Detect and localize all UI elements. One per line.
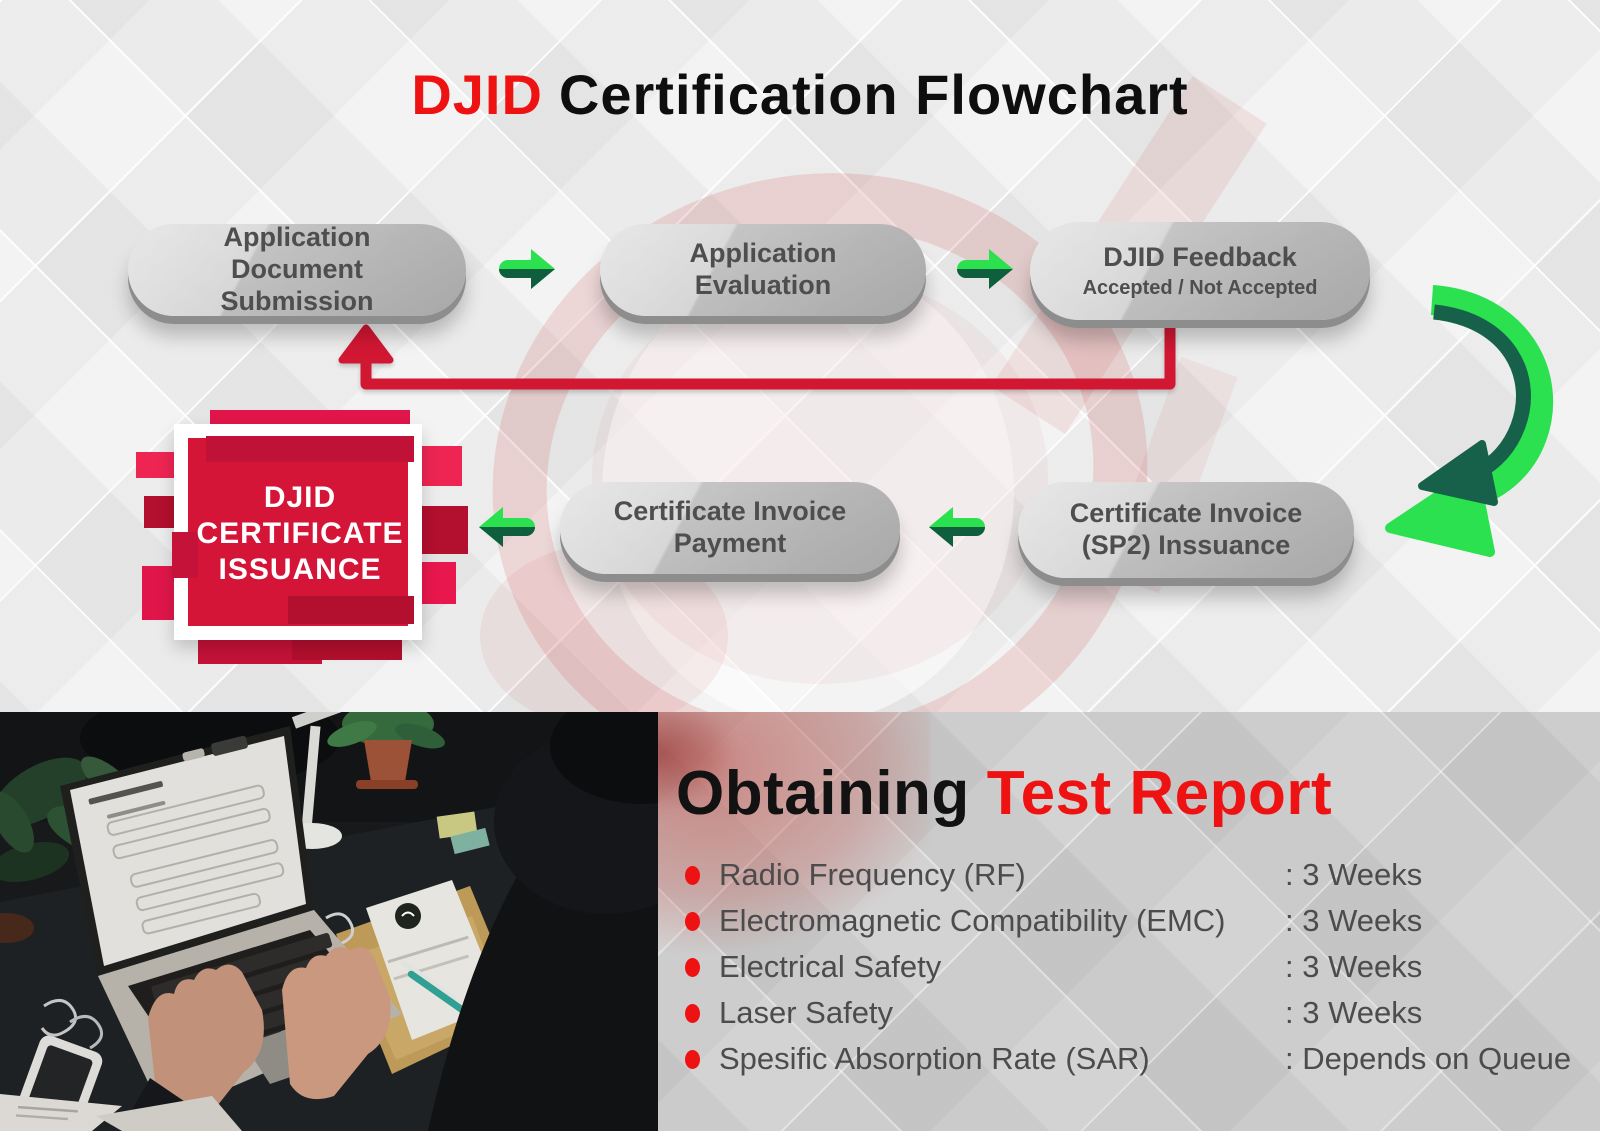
test-duration: : 3 Weeks [1285,995,1423,1030]
test-name: Spesific Absorption Rate (SAR) [719,1041,1150,1076]
certificate-box-core [188,438,408,626]
list-item: Electromagnetic Compatibility (EMC) : 3 … [685,898,1585,944]
step-certificate-invoice-payment: Certificate Invoice Payment [560,482,900,574]
report-heading-black: Obtaining [676,759,970,828]
step-label: Application Document Submission [220,222,374,316]
plant-pot-icon [327,712,445,789]
test-name: Electrical Safety [719,949,942,984]
page-title-accent: DJID [411,63,543,126]
flow-arrow-left-icon [928,504,986,550]
bullet-icon [685,957,700,977]
page-title-main: Certification Flowchart [558,63,1189,126]
list-item: Laser Safety : 3 Weeks [685,990,1585,1036]
step-djid-feedback: DJID Feedback Accepted / Not Accepted [1030,222,1370,320]
list-item: Radio Frequency (RF) : 3 Weeks [685,852,1585,898]
test-report-list: Radio Frequency (RF) : 3 Weeks Electroma… [685,852,1585,1082]
test-duration: : 3 Weeks [1285,903,1423,938]
report-heading-red: Test Report [986,759,1333,828]
bullet-icon [685,865,700,885]
bullet-icon [685,1003,700,1023]
flow-arrow-right-icon [956,246,1014,292]
test-duration: : 3 Weeks [1285,949,1423,984]
list-item: Electrical Safety : 3 Weeks [685,944,1585,990]
test-duration: : Depends on Queue [1285,1041,1572,1076]
step-sublabel: Accepted / Not Accepted [1082,276,1318,299]
paperclip-icon [40,999,78,1037]
pens-icon [401,960,470,1017]
return-arrow-icon [338,324,1176,390]
person-arm [428,712,658,1131]
flow-arrow-right-icon [498,246,556,292]
test-name: Electromagnetic Compatibility (EMC) [719,903,1226,938]
papers-bottom [0,1094,242,1131]
test-name: Laser Safety [719,995,894,1030]
bullet-icon [685,911,700,931]
list-item: Spesific Absorption Rate (SAR) : Depends… [685,1036,1585,1082]
step-application-document-submission: Application Document Submission [128,222,466,316]
wooden-bowl [0,913,34,943]
test-duration: : 3 Weeks [1285,857,1423,892]
step-label: DJID Feedback [1103,242,1297,273]
sticky-note [450,827,490,855]
curved-arrow-icon [1385,285,1554,557]
paperclip-icon [69,1015,104,1050]
step-label: Certificate Invoice (SP2) Inssuance [1069,498,1303,560]
step-certificate-invoice-sp2-issuance: Certificate Invoice (SP2) Inssuance [1018,482,1354,578]
step-djid-certificate-issuance: DJID CERTIFICATE ISSUANCE [136,410,468,664]
step-application-evaluation: Application Evaluation [600,224,926,316]
sticky-note [436,811,478,839]
flow-arrow-left-icon [478,504,536,550]
test-name: Radio Frequency (RF) [719,857,1026,892]
step-label: Certificate Invoice Payment [613,496,847,558]
bullet-icon [685,1049,700,1069]
desk-photo [0,712,658,1131]
certificate-box-text: DJID CERTIFICATE ISSUANCE [196,481,404,586]
step-label: Application Evaluation [689,238,837,300]
